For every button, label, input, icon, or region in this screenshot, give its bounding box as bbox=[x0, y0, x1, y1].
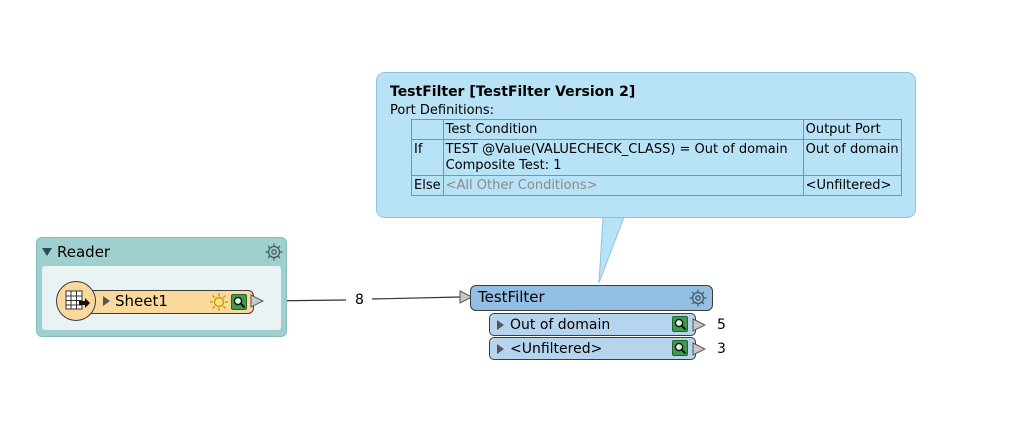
output-port-label: <Unfiltered> bbox=[510, 341, 603, 357]
connection-line-right[interactable] bbox=[371, 296, 461, 300]
transformer-title: TestFilter bbox=[478, 288, 545, 306]
transformer-tooltip: TestFilter [TestFilter Version 2] Port D… bbox=[376, 72, 916, 218]
condition-line: TEST @Value(VALUECHECK_CLASS) = Out of d… bbox=[445, 142, 788, 157]
table-cell-port: Out of domain bbox=[802, 139, 902, 176]
table-cell-port: <Unfiltered> bbox=[802, 175, 902, 196]
inspect-magnifier-icon[interactable] bbox=[672, 340, 688, 356]
output-arrow-icon[interactable] bbox=[692, 342, 706, 356]
spreadsheet-reader-icon[interactable] bbox=[56, 281, 96, 321]
gear-icon[interactable] bbox=[264, 242, 284, 262]
tooltip-pointer bbox=[598, 216, 625, 284]
port-definitions-table: Test Condition Output Port If TEST @Valu… bbox=[411, 119, 902, 196]
transformer-testfilter[interactable] bbox=[470, 285, 713, 311]
tooltip-subtitle: Port Definitions: bbox=[390, 103, 495, 118]
feature-type-label: Sheet1 bbox=[115, 292, 168, 310]
connection-feature-count: 8 bbox=[355, 292, 364, 308]
output-arrow-icon[interactable] bbox=[692, 318, 706, 332]
output-arrow-icon[interactable] bbox=[250, 294, 264, 308]
gear-icon[interactable] bbox=[688, 288, 708, 308]
table-cell-type: Else bbox=[411, 175, 444, 196]
output-port-label: Out of domain bbox=[510, 317, 611, 333]
table-row: If TEST @Value(VALUECHECK_CLASS) = Out o… bbox=[411, 139, 902, 176]
expand-triangle-icon[interactable] bbox=[497, 320, 504, 330]
table-row: Else <All Other Conditions> <Unfiltered> bbox=[411, 175, 902, 196]
expand-triangle-icon[interactable] bbox=[497, 344, 504, 354]
output-port-count: 5 bbox=[717, 317, 726, 333]
table-header-empty bbox=[411, 119, 444, 140]
table-cell-type: If bbox=[411, 139, 444, 176]
table-header-test-condition: Test Condition bbox=[442, 119, 804, 140]
reader-title: Reader bbox=[57, 243, 111, 261]
collapse-triangle-icon[interactable] bbox=[42, 248, 52, 256]
tooltip-title: TestFilter [TestFilter Version 2] bbox=[390, 84, 636, 100]
output-port-count: 3 bbox=[717, 341, 726, 357]
sun-gear-icon[interactable] bbox=[209, 292, 229, 312]
input-port-arrow-icon[interactable] bbox=[459, 290, 473, 304]
expand-triangle-icon[interactable] bbox=[103, 296, 110, 306]
inspect-magnifier-icon[interactable] bbox=[231, 294, 247, 310]
table-cell-condition: TEST @Value(VALUECHECK_CLASS) = Out of d… bbox=[442, 139, 804, 176]
table-header-output-port: Output Port bbox=[802, 119, 902, 140]
table-cell-condition: <All Other Conditions> bbox=[442, 175, 804, 196]
inspect-magnifier-icon[interactable] bbox=[672, 316, 688, 332]
condition-line: Composite Test: 1 bbox=[445, 158, 562, 173]
table-header-row: Test Condition Output Port bbox=[411, 119, 902, 140]
